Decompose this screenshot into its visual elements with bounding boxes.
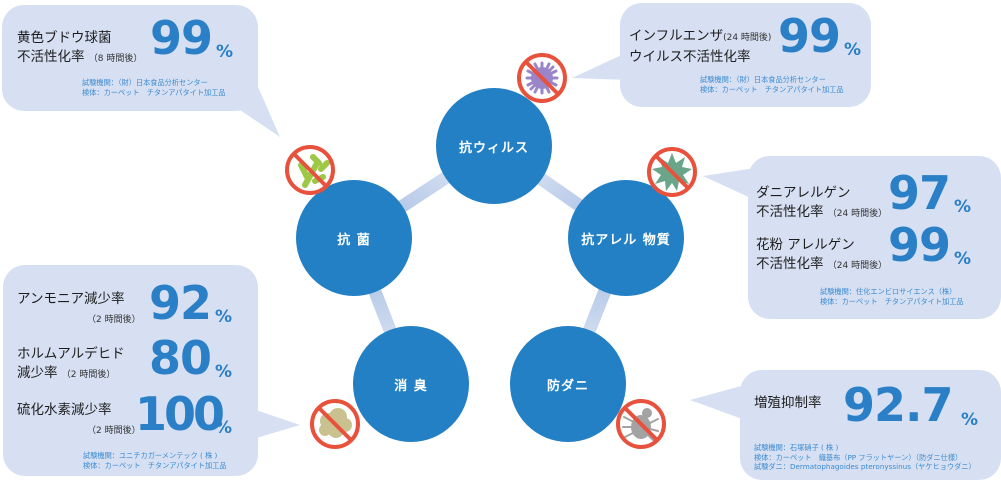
label-line2: 減少率 — [17, 365, 58, 381]
tail-antiallergen — [703, 168, 755, 200]
label-sub: (24 時間後) — [723, 33, 772, 43]
note-line: 検体：カーペット チタンアパタイト加工品 — [82, 87, 226, 97]
note-line: 試験機関：石塚硝子 ( 株 ) — [754, 443, 839, 452]
antiallergen-notes: 試験機関：住化エンビロサイエンス（株） 検体：カーペット チタンアパタイト加工品 — [820, 287, 964, 306]
antimite-label: 増殖抑制率 — [754, 395, 822, 411]
hydrogen-sulfide-value: 100 — [135, 387, 225, 441]
hydrogen-sulfide-label: 硫化水素減少率 （2 時間後） — [17, 401, 141, 441]
note-line: 検体：カーペット チタンアパタイト加工品 — [83, 460, 227, 470]
note-line: 試験ダニ：Dermatophagoides pteronyssinus（ヤケヒョ… — [754, 462, 976, 471]
ammonia-value: 92 — [149, 276, 212, 330]
node-antivirus: 抗ウィルス — [436, 88, 552, 204]
label-line2: 不活性化率 — [756, 204, 824, 220]
label-line1: 硫化水素減少率 — [17, 402, 112, 418]
note-line: 検体：カーペット チタンアパタイト加工品 — [820, 296, 964, 306]
formaldehyde-label: ホルムアルデヒド 減少率 （2 時間後） — [17, 345, 125, 385]
bubble-antibacterial: 黄色ブドウ球菌 不活性化率 （8 時間後） 99 % 試験機関：（財）日本食品分… — [2, 5, 258, 111]
bubble-antiallergen: ダニアレルゲン 不活性化率 （24 時間後） 97 % 花粉 アレルゲン 不活性… — [748, 156, 1001, 319]
node-antibacterial: 抗 菌 — [296, 180, 412, 296]
note-line: 検体：カーペット 織基布（PP フラットヤーン）（防ダニ仕様） — [754, 452, 963, 462]
node-antiallergen: 抗アレル 物質 — [568, 180, 684, 296]
tail-antimite — [690, 385, 745, 420]
note-line: 試験機関：ユニチカガーメンテック ( 株 ) — [83, 451, 218, 460]
tail-antivirus — [572, 52, 628, 80]
formaldehyde-unit: % — [215, 362, 233, 382]
label-line1: ホルムアルデヒド — [17, 346, 125, 362]
hydrogen-sulfide-unit: % — [215, 418, 233, 438]
odor-prohibited-icon — [310, 399, 360, 449]
node-label: 抗ウィルス — [458, 140, 529, 156]
note-line: 試験機関：住化エンビロサイエンス（株） — [820, 287, 957, 296]
ammonia-label: アンモニア減少率 （2 時間後） — [17, 290, 141, 330]
node-antimite: 防ダニ — [510, 326, 626, 442]
label-line1: 花粉 アレルゲン — [756, 237, 855, 253]
node-label: 防ダニ — [546, 378, 589, 394]
node-label: 消 臭 — [394, 378, 428, 394]
label-sub: （24 時間後） — [827, 261, 888, 271]
antibacterial-notes: 試験機関：（財）日本食品分析センター 検体：カーペット チタンアパタイト加工品 — [82, 78, 226, 97]
antivirus-notes: 試験機関：（財）日本食品分析センター 検体：カーペット チタンアパタイト加工品 — [700, 75, 844, 94]
antivirus-value: 99 — [778, 9, 841, 63]
formaldehyde-value: 80 — [149, 331, 212, 385]
allergen-mite-unit: % — [954, 197, 972, 217]
tail-deodorant — [250, 408, 300, 440]
label-line2: 不活性化率 — [756, 256, 824, 272]
label-line1: アンモニア減少率 — [17, 291, 125, 307]
label-line2: ウイルス不活性化率 — [629, 49, 751, 65]
bacteria-prohibited-icon — [285, 145, 335, 195]
bubble-antivirus: インフルエンザ(24 時間後) ウイルス不活性化率 99 % 試験機関：（財）日… — [620, 3, 871, 107]
node-label: 抗アレル 物質 — [581, 232, 671, 248]
allergen-pollen-label: 花粉 アレルゲン 不活性化率 （24 時間後） — [756, 236, 887, 276]
note-line: 試験機関：（財）日本食品分析センター — [82, 78, 208, 87]
label-line1: インフルエンザ — [629, 28, 724, 44]
antimite-unit: % — [961, 410, 979, 430]
label-sub: （8 時間後） — [88, 54, 143, 64]
label-line1: 黄色ブドウ球菌 — [17, 30, 112, 46]
allergen-pollen-value: 99 — [888, 218, 951, 272]
bubble-antimite: 増殖抑制率 92.7 % 試験機関：石塚硝子 ( 株 ) 検体：カーペット 織基… — [740, 370, 1001, 480]
label-sub: （2 時間後） — [61, 370, 116, 380]
node-deodorant: 消 臭 — [353, 326, 469, 442]
deodorant-notes: 試験機関：ユニチカガーメンテック ( 株 ) 検体：カーペット チタンアパタイト… — [83, 451, 227, 470]
antibacterial-unit: % — [216, 42, 234, 62]
antivirus-label: インフルエンザ(24 時間後) ウイルス不活性化率 — [629, 27, 771, 67]
label-line1: ダニアレルゲン — [756, 185, 851, 201]
label-sub: （2 時間後） — [87, 315, 141, 325]
antimite-value: 92.7 — [843, 378, 953, 432]
label-sub: （2 時間後） — [87, 426, 141, 436]
bubble-deodorant: アンモニア減少率 （2 時間後） 92 % ホルムアルデヒド 減少率 （2 時間… — [3, 265, 258, 476]
antibacterial-label: 黄色ブドウ球菌 不活性化率 （8 時間後） — [17, 29, 142, 69]
allergen-mite-label: ダニアレルゲン 不活性化率 （24 時間後） — [756, 184, 887, 224]
note-line: 検体：カーペット チタンアパタイト加工品 — [700, 84, 844, 94]
label-sub: （24 時間後） — [827, 209, 888, 219]
note-line: 試験機関：（財）日本食品分析センター — [700, 75, 826, 84]
mite-prohibited-icon — [616, 399, 666, 449]
virus-prohibited-icon — [517, 53, 567, 103]
antimite-notes: 試験機関：石塚硝子 ( 株 ) 検体：カーペット 織基布（PP フラットヤーン）… — [754, 443, 976, 472]
allergen-pollen-unit: % — [954, 249, 972, 269]
ammonia-unit: % — [215, 307, 233, 327]
antivirus-unit: % — [844, 40, 862, 60]
antibacterial-value: 99 — [150, 11, 213, 65]
allergen-mite-value: 97 — [888, 166, 951, 220]
label-line2: 不活性化率 — [17, 49, 85, 65]
allergen-prohibited-icon — [647, 147, 697, 197]
node-label: 抗 菌 — [337, 232, 371, 248]
